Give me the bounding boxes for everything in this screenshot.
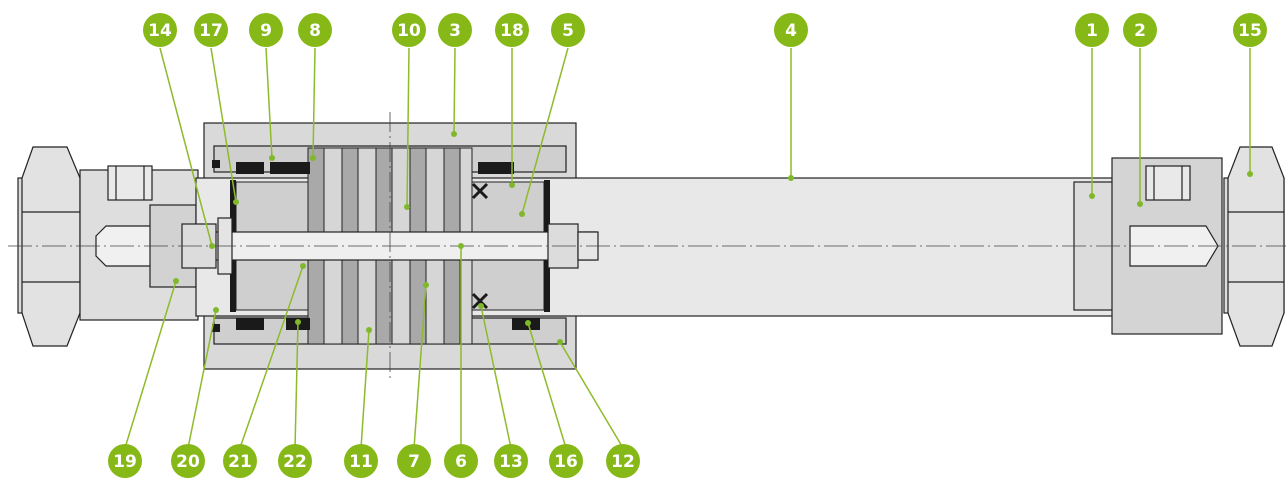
svg-text:10: 10 bbox=[397, 21, 421, 41]
callout-top-8: 8 bbox=[298, 13, 332, 47]
callout-bottom-12: 12 bbox=[606, 444, 640, 478]
svg-text:6: 6 bbox=[455, 452, 467, 472]
svg-text:14: 14 bbox=[148, 21, 172, 41]
callout-top-17: 17 bbox=[194, 13, 228, 47]
callout-top-1: 1 bbox=[1075, 13, 1109, 47]
callout-bottom-13: 13 bbox=[494, 444, 528, 478]
callout-top-18: 18 bbox=[495, 13, 529, 47]
svg-text:1: 1 bbox=[1086, 21, 1098, 41]
svg-text:12: 12 bbox=[611, 452, 635, 472]
right-end-cap bbox=[1073, 146, 1285, 347]
callout-bottom-22: 22 bbox=[278, 444, 312, 478]
svg-text:18: 18 bbox=[500, 21, 524, 41]
svg-text:19: 19 bbox=[113, 452, 137, 472]
callout-top-14: 14 bbox=[143, 13, 177, 47]
callout-top-5: 5 bbox=[551, 13, 585, 47]
leader-lines bbox=[124, 47, 1251, 449]
callout-bottom-19: 19 bbox=[108, 444, 142, 478]
svg-text:4: 4 bbox=[785, 21, 797, 41]
callout-top-3: 3 bbox=[438, 13, 472, 47]
svg-text:13: 13 bbox=[499, 452, 523, 472]
callout-top-4: 4 bbox=[774, 13, 808, 47]
svg-text:22: 22 bbox=[283, 452, 307, 472]
svg-text:2: 2 bbox=[1134, 21, 1146, 41]
svg-text:8: 8 bbox=[309, 21, 321, 41]
svg-text:7: 7 bbox=[408, 452, 420, 472]
svg-text:15: 15 bbox=[1238, 21, 1262, 41]
callout-bottom-6: 6 bbox=[444, 444, 478, 478]
callout-bottom-16: 16 bbox=[549, 444, 583, 478]
callout-bottom-11: 11 bbox=[344, 444, 378, 478]
callout-top-9: 9 bbox=[249, 13, 283, 47]
callout-bottom-20: 20 bbox=[171, 444, 205, 478]
svg-text:16: 16 bbox=[554, 452, 578, 472]
callout-bottom-7: 7 bbox=[397, 444, 431, 478]
svg-text:11: 11 bbox=[349, 452, 373, 472]
svg-text:5: 5 bbox=[562, 21, 574, 41]
svg-text:3: 3 bbox=[449, 21, 461, 41]
leader-dots bbox=[173, 131, 1253, 345]
callout-top-15: 15 bbox=[1233, 13, 1267, 47]
svg-text:17: 17 bbox=[199, 21, 223, 41]
svg-text:21: 21 bbox=[228, 452, 252, 472]
x-ring-seals bbox=[471, 182, 489, 310]
svg-text:20: 20 bbox=[176, 452, 200, 472]
callout-top-10: 10 bbox=[392, 13, 426, 47]
left-end-fitting bbox=[17, 146, 199, 347]
svg-text:9: 9 bbox=[260, 21, 272, 41]
callout-bottom-21: 21 bbox=[223, 444, 257, 478]
callout-top-2: 2 bbox=[1123, 13, 1157, 47]
